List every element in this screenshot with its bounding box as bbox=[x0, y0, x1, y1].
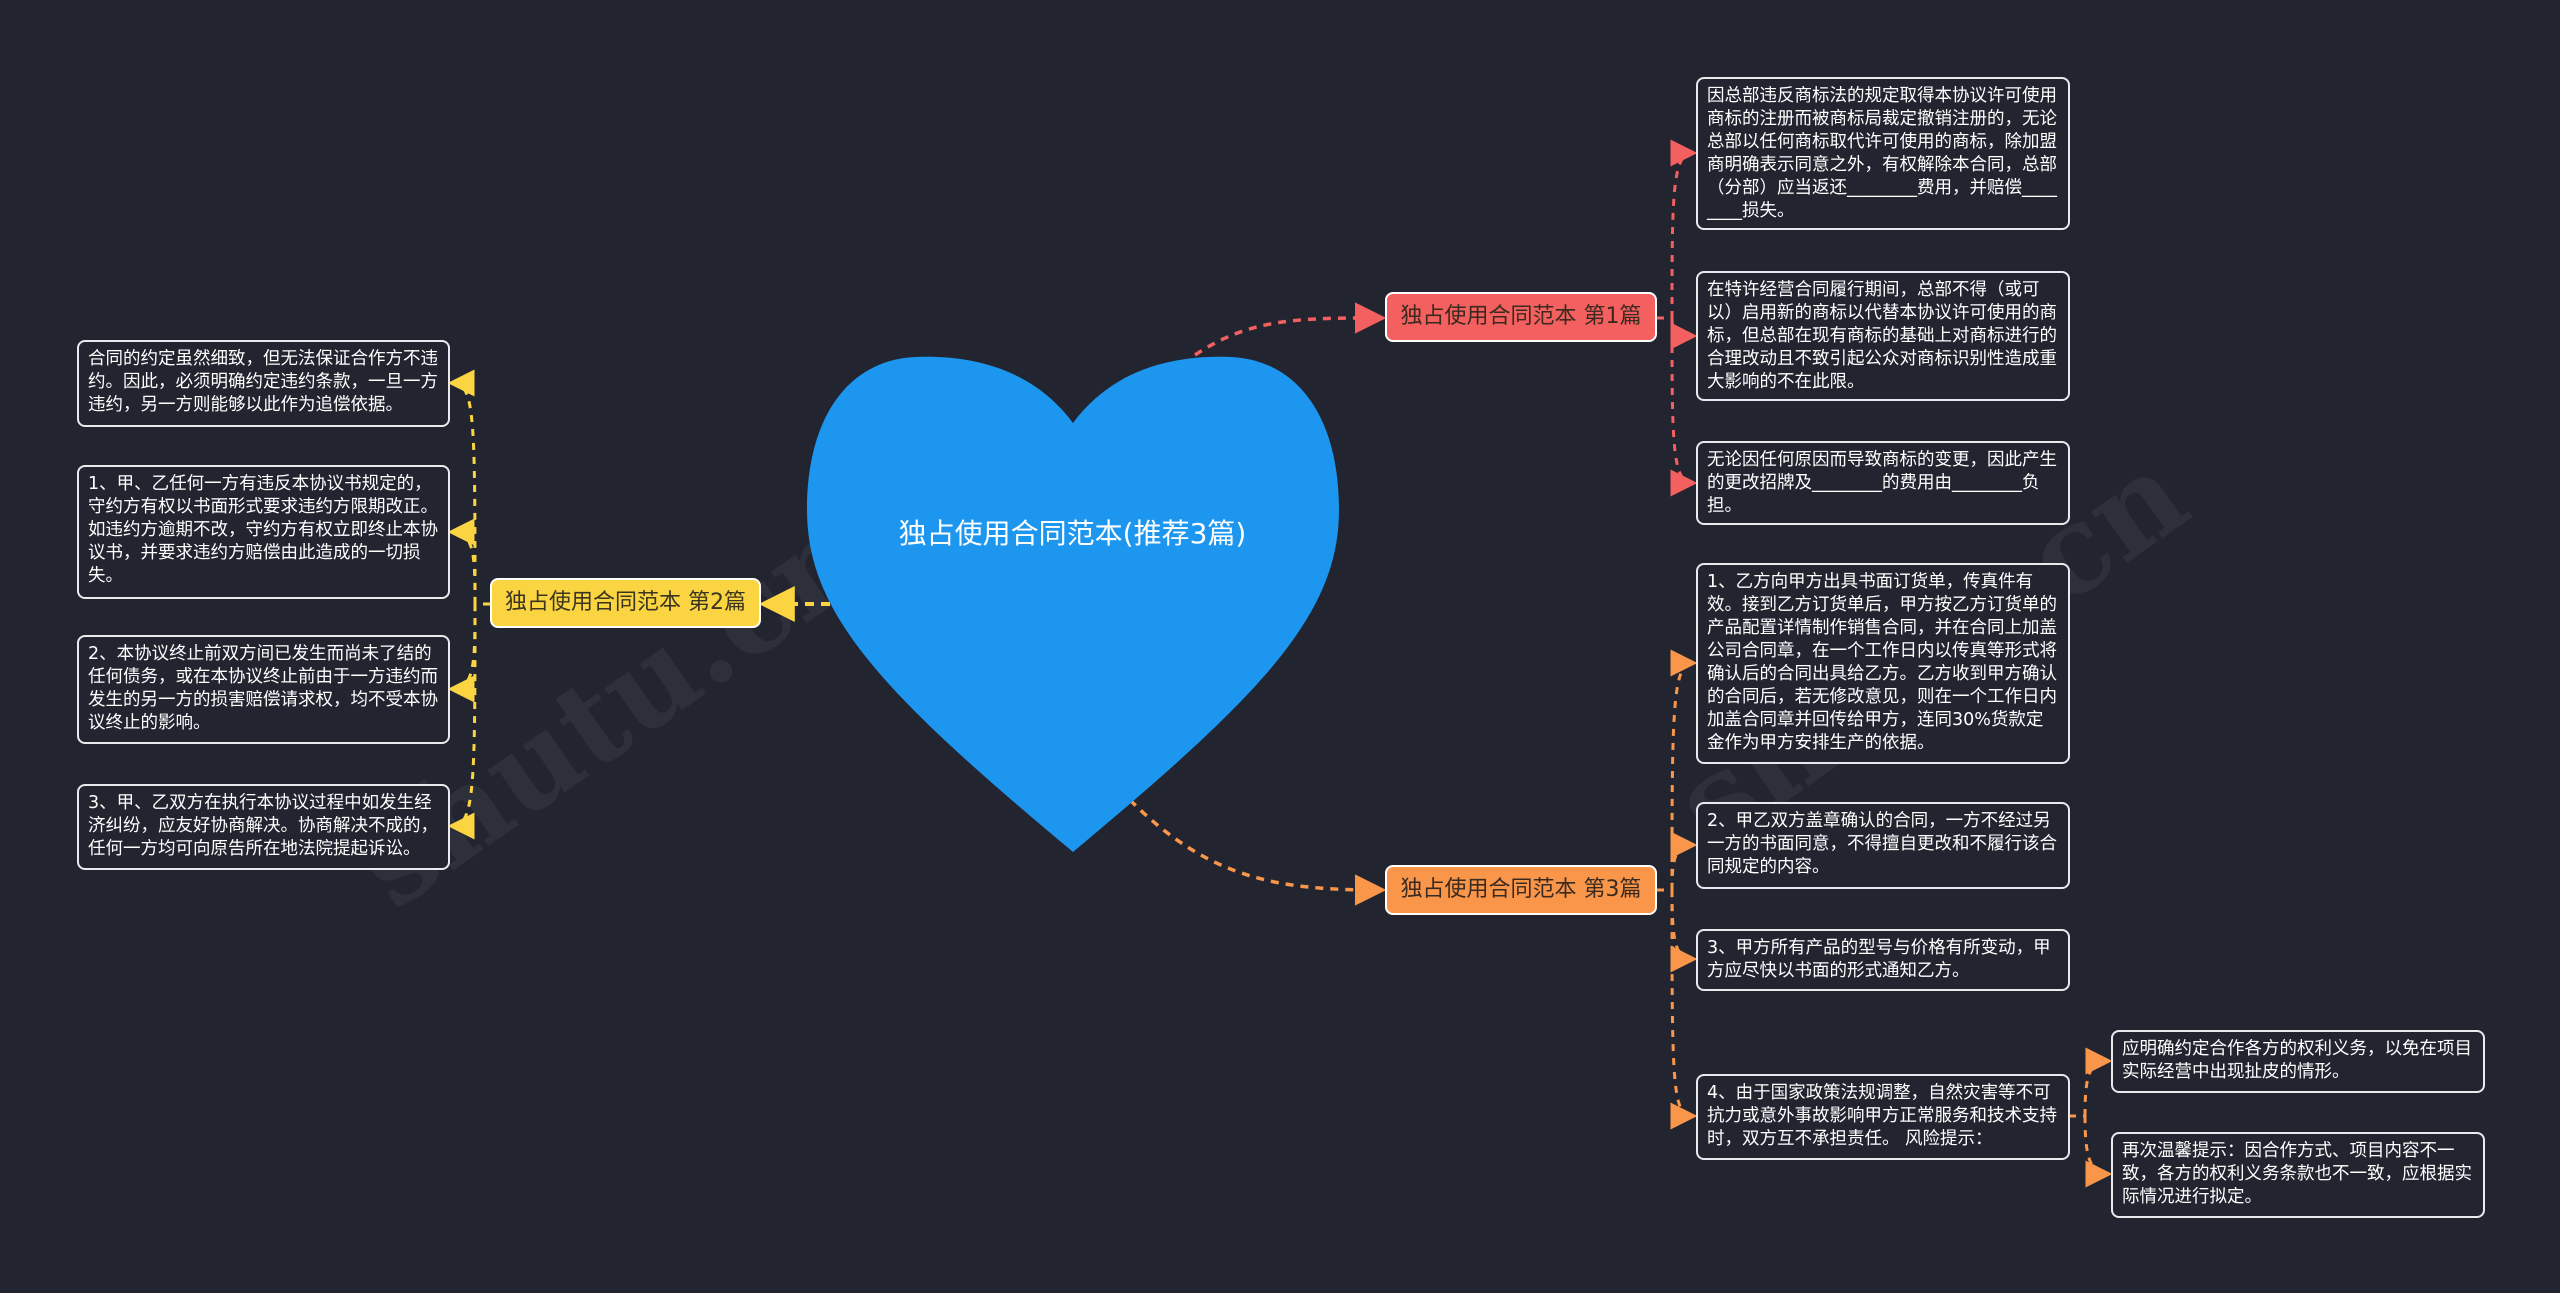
leaf-3-4[interactable]: 4、由于国家政策法规调整，自然灾害等不可抗力或意外事故影响甲方正常服务和技术支持… bbox=[1696, 1074, 2070, 1160]
links-branch-2 bbox=[447, 369, 490, 840]
branch-3[interactable]: 独占使用合同范本 第3篇 bbox=[1385, 865, 1657, 915]
leaf-3-1[interactable]: 1、乙方向甲方出具书面订货单，传真件有效。接到乙方订货单后，甲方按乙方订货单的产… bbox=[1696, 563, 2070, 764]
center-heart[interactable] bbox=[805, 355, 1341, 853]
leaf-2-4[interactable]: 3、甲、乙双方在执行本协议过程中如发生经济纠纷，应友好协商解决。协商解决不成的，… bbox=[77, 784, 450, 870]
leaf-2-3[interactable]: 2、本协议终止前双方间已发生而尚未了结的任何债务，或在本协议终止前由于一方违约而… bbox=[77, 635, 450, 744]
link-center-branch-3 bbox=[1128, 798, 1387, 906]
links-item-4 bbox=[2069, 1047, 2113, 1188]
leaf-2-1[interactable]: 合同的约定虽然细致，但无法保证合作方不违约。因此，必须明确约定违约条款，一旦一方… bbox=[77, 340, 450, 427]
leaf-1-2[interactable]: 在特许经营合同履行期间，总部不得（或可以）启用新的商标以代替本协议许可使用的商标… bbox=[1696, 271, 2070, 401]
leaf-1-1[interactable]: 因总部违反商标法的规定取得本协议许可使用商标的注册而被商标局裁定撤销注册的，无论… bbox=[1696, 77, 2070, 230]
links-branch-1 bbox=[1657, 139, 1698, 497]
heart-shape bbox=[807, 356, 1339, 852]
leaf-3-2[interactable]: 2、甲乙双方盖章确认的合同，一方不经过另一方的书面同意，不得擅自更改和不履行该合… bbox=[1696, 802, 2070, 889]
leaf-3-3[interactable]: 3、甲方所有产品的型号与价格有所变动，甲方应尽快以书面的形式通知乙方。 bbox=[1696, 929, 2070, 991]
leaf-3-4-1[interactable]: 应明确约定合作各方的权利义务，以免在项目实际经营中出现扯皮的情形。 bbox=[2111, 1030, 2485, 1093]
branch-2[interactable]: 独占使用合同范本 第2篇 bbox=[490, 578, 761, 628]
leaf-1-3[interactable]: 无论因任何原因而导致商标的变更，因此产生的更改招牌及________的费用由__… bbox=[1696, 441, 2070, 525]
leaf-3-4-2[interactable]: 再次温馨提示：因合作方式、项目内容不一致，各方的权利义务条款也不一致，应根据实际… bbox=[2111, 1132, 2485, 1218]
leaf-2-2[interactable]: 1、甲、乙任何一方有违反本协议书规定的，守约方有权以书面形式要求违约方限期改正。… bbox=[77, 465, 450, 599]
links-branch-3 bbox=[1657, 649, 1698, 1130]
branch-1[interactable]: 独占使用合同范本 第1篇 bbox=[1385, 292, 1657, 342]
link-center-branch-1 bbox=[1194, 302, 1387, 357]
center-title: 独占使用合同范本(推荐3篇) bbox=[898, 517, 1247, 550]
